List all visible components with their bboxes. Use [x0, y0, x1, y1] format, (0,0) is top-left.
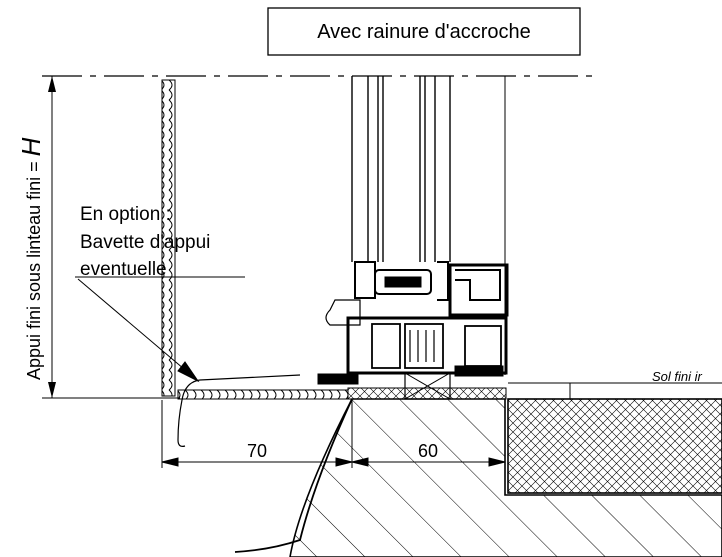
- note-line-2: Bavette d'appui: [80, 232, 210, 253]
- wall-insulation: [161, 79, 176, 397]
- frame-uprights: [351, 76, 506, 375]
- sill-insulation: [177, 387, 507, 400]
- dimension-70: 70: [247, 441, 267, 461]
- note-leader: [75, 276, 245, 383]
- title-text: Avec rainure d'accroche: [317, 21, 531, 43]
- concrete-slab: [234, 398, 722, 557]
- window-profile: [317, 261, 509, 400]
- title-box: Avec rainure d'accroche: [267, 7, 581, 56]
- svg-text:Appui fini sous linteau fini =: Appui fini sous linteau fini = H: [16, 137, 46, 380]
- note-line-3: eventuelle: [80, 259, 167, 280]
- height-dimension: Appui fini sous linteau fini = H: [16, 76, 56, 398]
- vertical-label: Appui fini sous linteau fini =: [24, 156, 44, 380]
- optional-bavette: [177, 374, 301, 447]
- floor-screed: [507, 382, 722, 494]
- dimension-60: 60: [418, 441, 438, 461]
- horizontal-dimensions: [161, 400, 506, 468]
- height-symbol: H: [16, 137, 46, 156]
- floor-level-label: Sol fini ir: [652, 369, 703, 384]
- note-line-1: En option :: [80, 204, 171, 225]
